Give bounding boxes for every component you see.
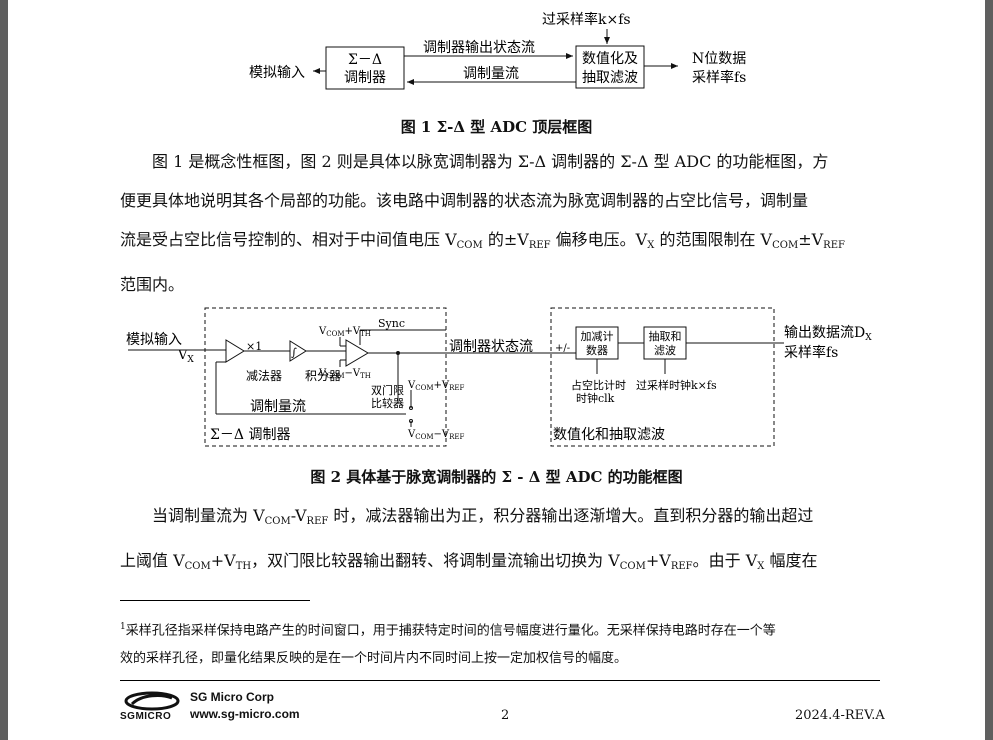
fig2-output-label-1: 输出数据流DX [784, 325, 872, 343]
vcom-plus-vth-label: VCOM+VTH [318, 326, 371, 338]
para1-line3: 流是受占空比信号控制的、相对于中间值电压 VCOM 的±VREF 偏移电压。VX… [120, 230, 845, 251]
comparator-label-2: 比较器 [371, 396, 404, 410]
comparator-label-1: 双门限 [371, 383, 404, 397]
figure-2-diagram: 模拟输入 VX ×1 减法器 ∫ 积分器 VCOM+VTH VCOM−VTH S… [126, 307, 872, 447]
fig1-digitize-line1: 数值化及 [582, 51, 638, 67]
subtractor-label: 减法器 [246, 369, 282, 383]
integrator-symbol-text: ∫ [291, 346, 297, 359]
digitize-box-label: 数值化和抽取滤波 [553, 427, 665, 443]
document-page: 模拟输入 Σ－Δ 调制器 调制器输出状态流 调制量流 过采样率k×fs 数值化及… [8, 0, 985, 740]
state-stream-label: 调制器状态流 [449, 339, 533, 355]
para2-line1: 当调制量流为 VCOM-VREF 时，减法器输出为正，积分器输出逐渐增大。直到积… [152, 506, 814, 527]
brand-text: SGMICRO [120, 711, 172, 722]
footnote-line2: 效的采样孔径，即量化结果反映的是在一个时间片内不同时间上按一定加权信号的幅度。 [120, 651, 628, 667]
fig1-output-line2: 采样率fs [692, 69, 746, 86]
gain-label: ×1 [246, 340, 262, 353]
modulator-box-label: Σ－Δ 调制器 [210, 427, 290, 443]
counter-label-2: 数器 [586, 344, 608, 357]
figure-1-diagram: 模拟输入 Σ－Δ 调制器 调制器输出状态流 调制量流 过采样率k×fs 数值化及… [249, 11, 746, 90]
vref-minus-label: VCOM−VREF [407, 429, 464, 441]
fig1-modulator-block [325, 46, 405, 90]
footnote-divider [120, 600, 310, 601]
revision-label: 2024.4-REV.A [795, 708, 885, 723]
fig2-mod-stream: 调制量流 [250, 399, 306, 415]
fig1-digitize-line2: 抽取滤波 [582, 70, 638, 86]
vref-plus-label: VCOM+VREF [407, 380, 464, 392]
fig2-input-label: 模拟输入 [126, 332, 182, 348]
duty-clock-label-2: 时钟clk [576, 391, 615, 405]
company-name: SG Micro Corp [190, 690, 275, 704]
para1-line1: 图 1 是概念性框图，图 2 则是具体以脉宽调制器为 Σ-Δ 调制器的 Σ-Δ … [152, 152, 829, 171]
oversample-clock-label: 过采样时钟k×fs [636, 378, 717, 392]
footnote: 1采样孔径指采样保持电路产生的时间窗口，用于捕获特定时间的信号幅度进行量化。无采… [120, 613, 890, 673]
para1-line2: 便更具体地说明其各个局部的功能。该电路中调制器的状态流为脉宽调制器的占空比信号，… [120, 191, 809, 210]
sgmicro-logo-icon [124, 691, 180, 711]
modulator-dashed-box [204, 307, 447, 447]
sync-label: Sync [378, 317, 405, 330]
figure-2-caption: 图 2 具体基于脉宽调制器的 Σ - Δ 型 ADC 的功能框图 [310, 468, 683, 486]
fig2-vx-label: VX [177, 348, 194, 365]
footer-divider [120, 680, 880, 681]
comparator-symbol [345, 339, 369, 367]
fig1-modulator-line2: 调制器 [344, 70, 386, 86]
fig1-output-line1: N位数据 [692, 51, 746, 67]
plusminus-label: +/- [555, 343, 570, 354]
company-website[interactable]: www.sg-micro.com [190, 707, 300, 721]
integrator-label: 积分器 [305, 369, 341, 383]
paragraph-1: 图 1 是概念性框图，图 2 则是具体以脉宽调制器为 Σ-Δ 调制器的 Σ-Δ … [120, 142, 880, 304]
company-logo: SGMICRO SG Micro Corp www.sg-micro.com [120, 690, 310, 730]
figure-1-caption: 图 1 Σ-Δ 型 ADC 顶层框图 [400, 118, 593, 136]
fig1-mod-stream: 调制量流 [463, 66, 519, 82]
fig1-input-label: 模拟输入 [249, 65, 305, 81]
counter-label-1: 加减计 [581, 330, 614, 343]
fig2-output-label-2: 采样率fs [784, 344, 838, 361]
decimator-label-1: 抽取和 [649, 329, 682, 343]
decimator-label-2: 滤波 [654, 344, 676, 357]
fig1-oversample-label: 过采样率k×fs [542, 11, 631, 28]
fig1-digitize-block [575, 45, 645, 89]
footnote-line1: 1采样孔径指采样保持电路产生的时间窗口，用于捕获特定时间的信号幅度进行量化。无采… [120, 622, 776, 639]
fig1-state-stream: 调制器输出状态流 [423, 40, 535, 56]
duty-clock-label-1: 占空比计时 [571, 378, 626, 392]
digitize-dashed-box [550, 307, 775, 447]
subtractor-symbol [225, 339, 245, 363]
page-number: 2 [501, 708, 510, 723]
paragraph-2: 当调制量流为 VCOM-VREF 时，减法器输出为正，积分器输出逐渐增大。直到积… [120, 496, 880, 586]
para1-line4: 范围内。 [120, 275, 185, 294]
fig1-modulator-line1: Σ－Δ [348, 52, 382, 68]
integrator-symbol [289, 340, 307, 362]
vcom-minus-vth-label: VCOM−VTH [318, 368, 371, 380]
para2-line2: 上阈值 VCOM+VTH，双门限比较器输出翻转、将调制量流输出切换为 VCOM+… [120, 551, 818, 572]
